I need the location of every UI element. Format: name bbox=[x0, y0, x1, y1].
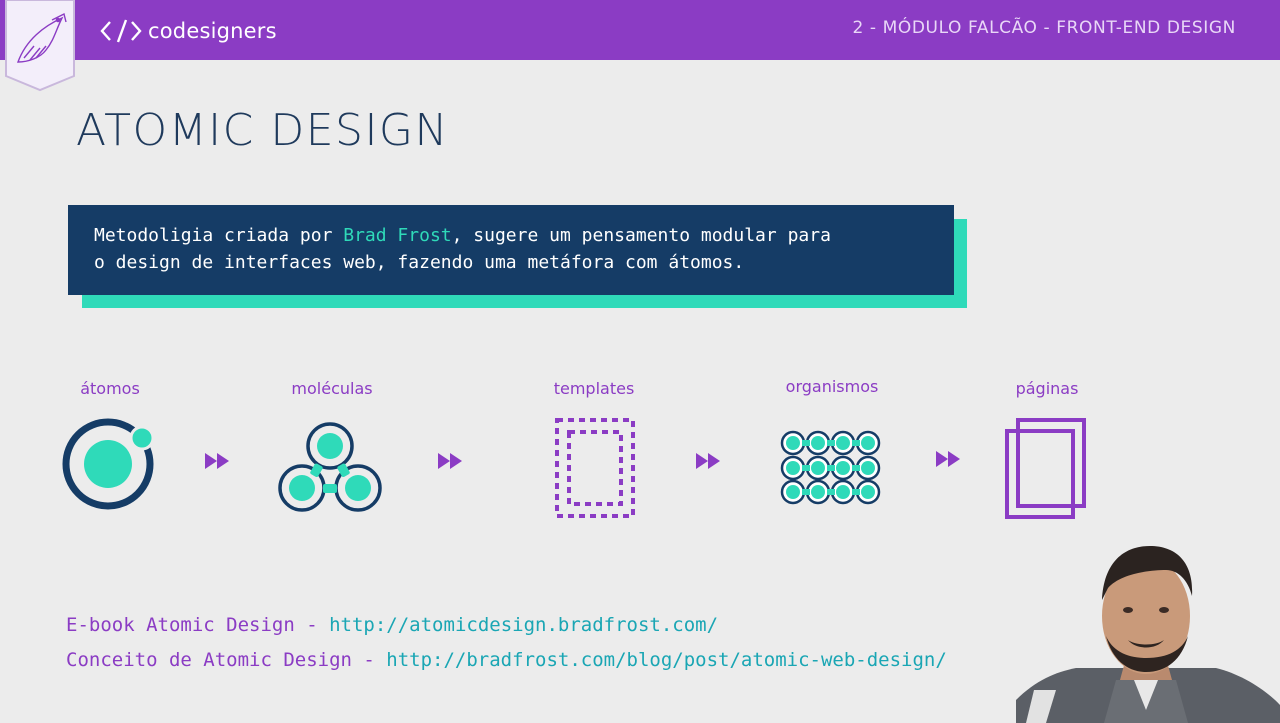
brand-logo: codesigners bbox=[100, 16, 277, 46]
double-arrow-icon bbox=[205, 453, 229, 469]
top-bar bbox=[0, 0, 1280, 60]
pages-icon bbox=[1005, 418, 1086, 519]
author-highlight: Brad Frost bbox=[343, 225, 452, 246]
callout-line-2: o design de interfaces web, fazendo uma … bbox=[94, 252, 745, 273]
organism-icon bbox=[780, 430, 881, 505]
falcon-badge-icon bbox=[5, 0, 75, 92]
callout-text: Metodoligia criada por bbox=[94, 225, 344, 246]
concept-link[interactable]: http://bradfrost.com/blog/post/atomic-we… bbox=[386, 649, 947, 671]
stage-label-paginas: páginas bbox=[1015, 379, 1079, 398]
double-arrow-icon bbox=[696, 453, 720, 469]
code-brackets-icon bbox=[100, 19, 142, 43]
link-label: E-book Atomic Design - bbox=[66, 614, 330, 636]
atom-icon bbox=[62, 418, 155, 510]
stage-label-organismos: organismos bbox=[785, 377, 879, 396]
link-label: Conceito de Atomic Design - bbox=[66, 649, 387, 671]
brand-name: codesigners bbox=[148, 19, 277, 43]
callout-line-1: Metodoligia criada por Brad Frost, suger… bbox=[94, 222, 928, 249]
template-icon bbox=[555, 418, 635, 518]
slide-title: ATOMIC DESIGN bbox=[76, 105, 449, 156]
link-row: Conceito de Atomic Design - http://bradf… bbox=[66, 643, 947, 678]
stage-label-atomos: átomos bbox=[80, 379, 140, 398]
callout-box: Metodoligia criada por Brad Frost, suger… bbox=[68, 205, 954, 295]
stage-label-moleculas: moléculas bbox=[291, 379, 373, 398]
reference-links: E-book Atomic Design - http://atomicdesi… bbox=[66, 608, 947, 678]
ebook-link[interactable]: http://atomicdesign.bradfrost.com/ bbox=[329, 614, 719, 636]
double-arrow-icon bbox=[936, 451, 960, 467]
presenter-video bbox=[1016, 546, 1280, 723]
stage-label-templates: templates bbox=[553, 379, 635, 398]
link-row: E-book Atomic Design - http://atomicdesi… bbox=[66, 608, 947, 643]
module-label: 2 - MÓDULO FALCÃO - FRONT-END DESIGN bbox=[852, 18, 1236, 38]
molecule-icon bbox=[278, 422, 382, 512]
callout-text: , sugere um pensamento modular para bbox=[451, 225, 831, 246]
double-arrow-icon bbox=[438, 453, 462, 469]
